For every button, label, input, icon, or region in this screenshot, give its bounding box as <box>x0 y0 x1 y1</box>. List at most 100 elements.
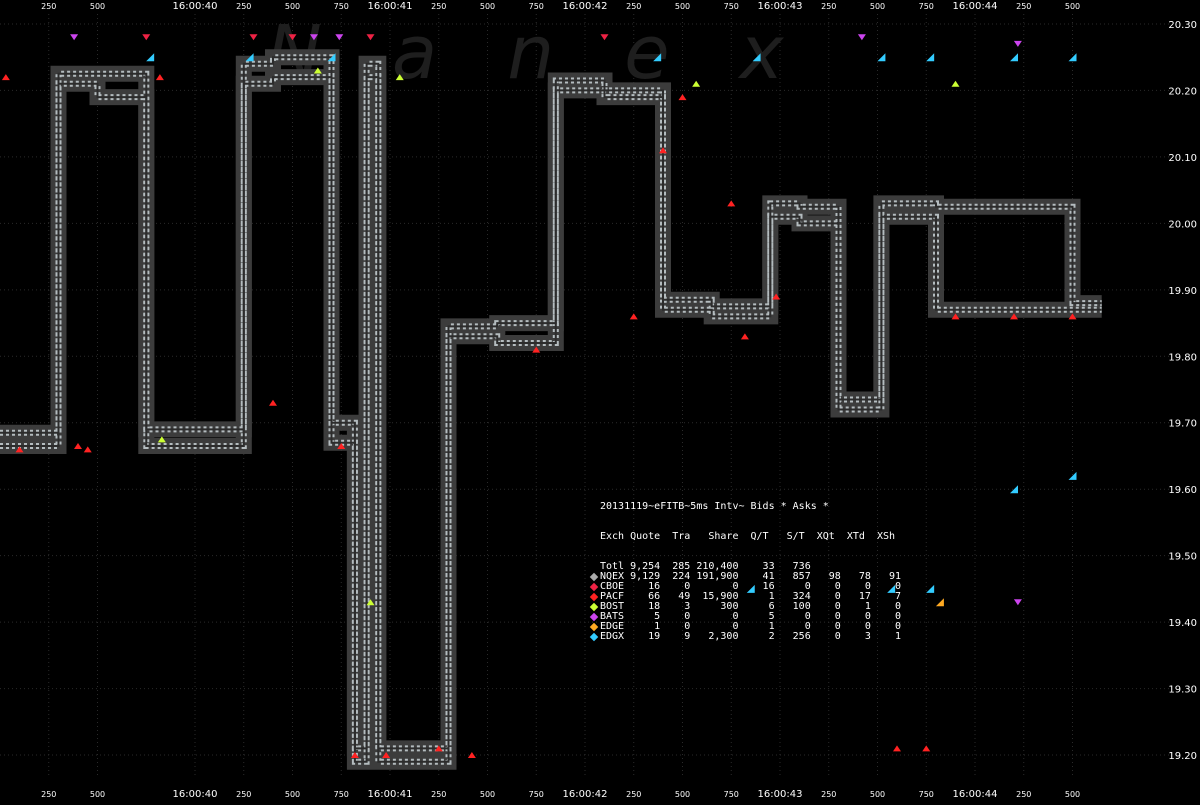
quote-marker-edgx <box>327 53 336 62</box>
x-tick-label-top: 16:00:41 <box>368 1 413 12</box>
legend-row-cboe: CBOE 16 0 0 16 0 0 0 0 <box>589 581 902 592</box>
x-tick-label-bottom: 500 <box>285 790 300 799</box>
x-tick-label-bottom: 500 <box>870 790 885 799</box>
quote-marker-cboe <box>142 34 151 41</box>
y-tick-label: 19.70 <box>1168 419 1197 430</box>
x-axis-top: 250 500 16:00:40 250 500 750 16:00:41 250 500 750… <box>41 1 1080 12</box>
y-tick-label: 19.20 <box>1168 751 1197 762</box>
x-tick-label-bottom: 16:00:43 <box>758 789 803 800</box>
quote-marker-edgx <box>1010 53 1018 62</box>
quote-marker-edgx <box>1068 471 1077 480</box>
x-tick-label-top: 500 <box>675 2 690 11</box>
quote-marker-edgx <box>653 53 662 62</box>
quote-marker-bost <box>157 436 166 443</box>
legend-row-edgx: EDGX 19 9 2,300 2 256 0 3 1 <box>589 632 901 642</box>
x-tick-label-top: 500 <box>870 2 885 11</box>
ask-core-line <box>0 56 1102 750</box>
legend-row-edge: EDGE 1 0 0 1 0 0 0 0 <box>589 621 902 632</box>
legend-row-totl: Totl 9,254 285 210,400 33 736 <box>600 562 901 572</box>
y-tick-label: 19.80 <box>1168 352 1197 363</box>
quote-marker-edgx <box>746 584 755 593</box>
quote-marker-edgx <box>146 53 155 62</box>
y-axis: 20.3020.2020.1020.0019.9019.8019.7019.60… <box>1168 20 1197 762</box>
x-tick-label-top: 500 <box>1065 2 1080 11</box>
legend-row-bost: BOST 18 3 300 6 100 0 1 0 <box>589 602 901 612</box>
x-tick-label-bottom: 500 <box>675 790 690 799</box>
x-tick-label-bottom: 16:00:41 <box>368 789 413 800</box>
x-tick-label-top: 16:00:44 <box>953 1 998 12</box>
quote-marker-pacf <box>15 446 24 453</box>
quote-marker-pacf <box>772 293 781 300</box>
y-tick-label: 19.50 <box>1168 552 1197 563</box>
quote-marker-edgx <box>926 53 935 62</box>
quote-marker-edgx <box>1010 485 1018 494</box>
quote-marker-pacf <box>1010 313 1018 320</box>
x-tick-label-bottom: 750 <box>724 790 739 799</box>
quote-marker-bost <box>313 67 322 74</box>
legend-row-text: CBOE 16 0 0 16 0 0 0 0 <box>600 581 902 592</box>
quote-marker-pacf <box>951 313 960 320</box>
legend-row-text: PACF 66 49 15,900 1 324 0 17 7 <box>600 591 902 602</box>
x-tick-label-bottom: 16:00:40 <box>173 789 218 800</box>
quote-marker-bats <box>335 34 344 41</box>
y-tick-label: 19.90 <box>1168 286 1197 297</box>
quote-marker-pacf <box>382 752 391 759</box>
y-tick-label: 20.20 <box>1168 86 1197 97</box>
quote-marker-cboe <box>366 34 375 41</box>
x-tick-label-top: 250 <box>236 2 251 11</box>
quote-marker-pacf <box>678 94 687 101</box>
legend-header: Exch Quote Tra Share Q/T S/T XQt XTd XSh <box>600 531 896 542</box>
x-tick-label-bottom: 16:00:44 <box>953 789 998 800</box>
legend-row-text: EDGE 1 0 0 1 0 0 0 0 <box>600 621 902 632</box>
quote-marker-bats <box>857 34 866 41</box>
quote-marker-edgx <box>887 584 896 593</box>
x-tick-label-bottom: 16:00:42 <box>563 789 608 800</box>
legend-row-pacf: PACF 66 49 15,900 1 324 0 17 7 <box>589 591 902 602</box>
quote-marker-pacf <box>350 752 359 759</box>
x-tick-label-bottom: 750 <box>334 790 349 799</box>
x-tick-label-top: 250 <box>626 2 641 11</box>
x-tick-label-top: 750 <box>919 2 934 11</box>
x-tick-label-top: 16:00:40 <box>173 1 218 12</box>
quote-marker-cboe <box>288 34 297 41</box>
y-tick-label: 20.10 <box>1168 153 1197 164</box>
exchange-quote-markers <box>1 34 1077 759</box>
quote-marker-pacf <box>727 200 736 207</box>
quote-marker-bost <box>366 599 375 606</box>
quote-marker-pacf <box>434 745 443 752</box>
quote-marker-bost <box>395 74 404 81</box>
x-tick-label-top: 250 <box>431 2 446 11</box>
x-tick-label-top: 750 <box>334 2 349 11</box>
quote-marker-edge <box>935 598 944 607</box>
y-tick-label: 19.60 <box>1168 485 1197 496</box>
x-tick-label-top: 16:00:42 <box>563 1 608 12</box>
x-tick-label-bottom: 500 <box>90 790 105 799</box>
legend-row-text: BATS 5 0 0 5 0 0 0 0 <box>600 611 902 622</box>
x-tick-label-bottom: 250 <box>431 790 446 799</box>
quote-marker-pacf <box>467 752 476 759</box>
quote-marker-pacf <box>922 745 931 752</box>
x-tick-label-top: 16:00:43 <box>758 1 803 12</box>
quote-marker-bats <box>1013 40 1022 47</box>
x-tick-label-bottom: 500 <box>480 790 495 799</box>
quote-marker-pacf <box>659 147 667 154</box>
y-tick-label: 19.30 <box>1168 685 1197 696</box>
quote-marker-bats <box>1013 599 1022 606</box>
legend-rows: Totl 9,254 285 210,400 33 736 NQEX 9,129… <box>589 562 902 642</box>
quote-marker-pacf <box>74 443 82 450</box>
watermark-text: Nanex <box>267 10 854 96</box>
x-tick-label-top: 250 <box>1016 2 1031 11</box>
quote-marker-bost <box>951 80 960 87</box>
quote-marker-pacf <box>893 745 901 752</box>
quote-marker-pacf <box>740 333 749 340</box>
quote-marker-pacf <box>1 74 10 81</box>
x-tick-label-top: 500 <box>90 2 105 11</box>
quote-marker-bats <box>309 34 318 41</box>
y-tick-label: 19.40 <box>1168 618 1197 629</box>
legend-title: 20131119~eFITB~5ms Intv~ Bids * Asks * <box>600 501 829 512</box>
quote-marker-pacf <box>155 74 164 81</box>
quote-marker-pacf <box>269 399 277 406</box>
